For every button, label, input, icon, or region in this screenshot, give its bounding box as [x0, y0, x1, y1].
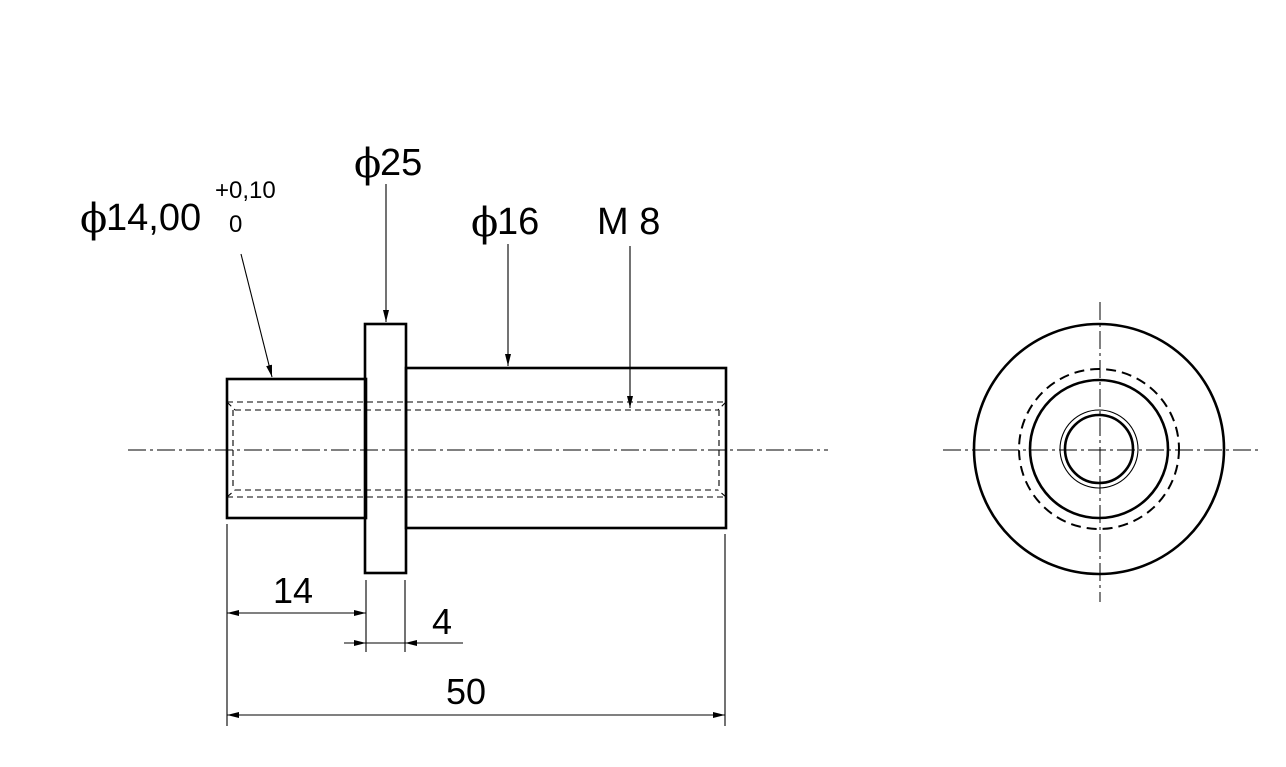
body-outline — [404, 366, 728, 530]
end-view — [943, 302, 1258, 602]
collar-circle — [972, 322, 1226, 576]
diameter-symbol-shank: ϕ — [80, 196, 107, 242]
bore-circle — [1063, 413, 1135, 485]
label-tolerance-upper: +0,10 — [215, 177, 276, 204]
leader-shank-diameter — [240, 253, 273, 378]
label-shank-diameter: 14,00 — [106, 197, 201, 239]
label-tolerance-lower: 0 — [229, 211, 242, 238]
label-shank-length: 14 — [273, 570, 313, 611]
diameter-symbol-collar: ϕ — [354, 141, 381, 187]
body-hidden-circle — [1018, 368, 1180, 530]
side-view: ϕ 14,00 +0,10 0 ϕ 25 ϕ 16 M 8 14 4 50 — [80, 141, 828, 726]
label-collar-width: 4 — [432, 601, 452, 642]
shank-circle — [1028, 378, 1170, 520]
label-total-length: 50 — [446, 671, 486, 712]
label-body-diameter: 16 — [497, 201, 539, 243]
collar-outline — [363, 322, 408, 575]
hidden-thread-bore — [226, 401, 727, 498]
label-collar-diameter: 25 — [380, 142, 422, 184]
diameter-symbol-body: ϕ — [471, 200, 498, 246]
thread-major-circle — [1059, 409, 1139, 489]
label-thread: M 8 — [597, 201, 660, 243]
